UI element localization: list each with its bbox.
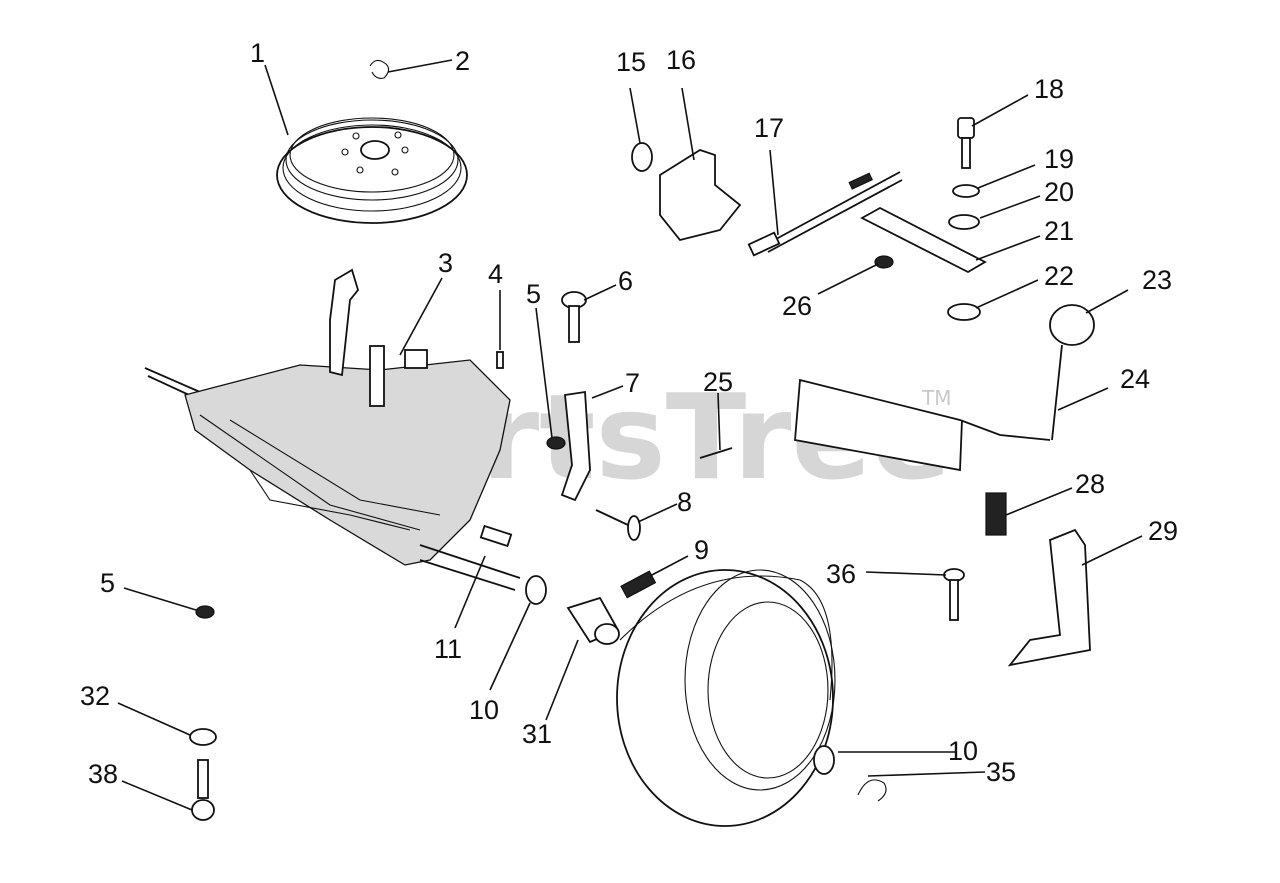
callout-16: 16 — [666, 45, 696, 75]
callout-4: 4 — [488, 259, 503, 289]
callout-28: 28 — [1075, 469, 1105, 499]
callout-7: 7 — [625, 368, 640, 398]
part-clip — [369, 59, 390, 79]
callout-6: 6 — [618, 266, 633, 296]
part-clip — [857, 779, 887, 802]
part-bolt — [957, 117, 975, 169]
part-rod — [747, 171, 903, 257]
callout-19: 19 — [1044, 144, 1074, 174]
part-bracket — [659, 149, 742, 242]
part-washer — [189, 728, 217, 746]
part-washer — [631, 142, 653, 172]
part-nut — [546, 436, 566, 450]
part-bolt — [595, 509, 641, 541]
callout-36: 36 — [826, 559, 856, 589]
callout-20: 20 — [1044, 177, 1074, 207]
part-transaxle — [144, 268, 521, 591]
callout-18: 18 — [1034, 74, 1064, 104]
callout-labels: 1 2 3 4 5 6 7 8 9 10 11 15 16 17 18 19 2… — [80, 38, 1178, 789]
part-screw — [943, 568, 965, 621]
part-spring — [620, 570, 657, 599]
part-spacer — [566, 596, 620, 645]
part-bolt — [191, 759, 215, 821]
callout-21: 21 — [1044, 216, 1074, 246]
watermark-trademark: TM — [921, 386, 951, 410]
part-nut — [874, 255, 894, 269]
part-washer — [952, 184, 980, 198]
callout-25: 25 — [703, 367, 733, 397]
part-washer — [525, 575, 547, 605]
callout-3: 3 — [438, 248, 453, 278]
callout-24: 24 — [1120, 364, 1150, 394]
callout-9: 9 — [694, 535, 709, 565]
leader-lines — [117, 59, 1143, 811]
part-nut — [195, 605, 215, 619]
callout-17: 17 — [754, 113, 784, 143]
callout-11: 11 — [434, 634, 462, 664]
callout-15: 15 — [616, 47, 646, 77]
callout-5-lower: 5 — [100, 568, 115, 598]
part-shift-lever — [794, 304, 1095, 472]
callout-31: 31 — [522, 719, 552, 749]
part-pin — [496, 351, 504, 369]
callout-26: 26 — [782, 291, 812, 321]
callout-8: 8 — [677, 487, 692, 517]
part-plate — [860, 206, 987, 274]
part-spring — [985, 492, 1007, 536]
part-washer — [813, 745, 835, 775]
part-washer — [948, 214, 980, 230]
callout-32: 32 — [80, 681, 110, 711]
callout-38: 38 — [88, 759, 118, 789]
callout-5: 5 — [526, 279, 541, 309]
callout-2: 2 — [455, 46, 470, 76]
callout-10-wheel: 10 — [948, 736, 978, 766]
part-pin — [699, 447, 733, 459]
part-pulley — [276, 117, 468, 224]
callout-1: 1 — [250, 38, 265, 68]
callout-10-axle: 10 — [469, 695, 499, 725]
part-wheel — [616, 569, 836, 827]
part-bracket — [1007, 528, 1091, 667]
callout-23: 23 — [1142, 265, 1172, 295]
callout-35: 35 — [986, 757, 1016, 787]
callout-22: 22 — [1044, 261, 1074, 291]
part-bracket — [560, 390, 591, 502]
part-bolt — [561, 291, 587, 343]
callout-29: 29 — [1148, 516, 1178, 546]
part-washer — [947, 303, 981, 321]
